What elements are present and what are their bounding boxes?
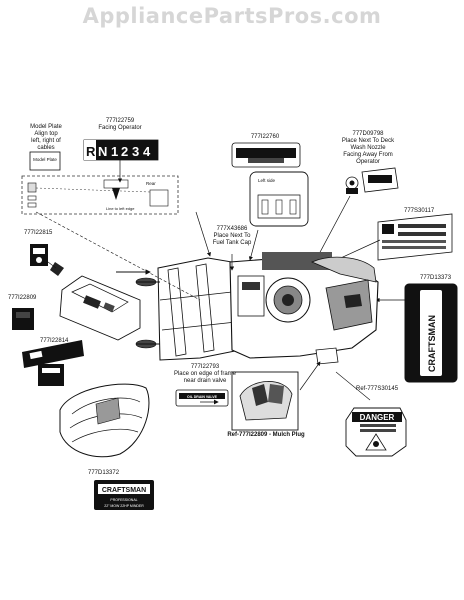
oil-drain-text: OIL DRAIN VALVE bbox=[187, 395, 218, 399]
rear-label: Rear bbox=[146, 181, 156, 186]
shift-letter: R bbox=[86, 144, 96, 159]
throttle-decal bbox=[231, 142, 301, 168]
model-plate-inner-label: Model Plate bbox=[33, 157, 57, 162]
shift-decal bbox=[83, 139, 159, 183]
throttle-decal-label: 777I22760 bbox=[250, 134, 280, 140]
decal-22815-label: 777I22815 bbox=[24, 230, 53, 236]
drain-valve-label: 777I22793 Place on edge of frame near dr… bbox=[173, 364, 237, 384]
shift-letters: R N 1 2 3 4 bbox=[86, 144, 151, 159]
shift-decal-label: 777I22759 Facing Operator bbox=[98, 118, 142, 131]
shift-letter: N bbox=[98, 144, 107, 159]
wash-nozzle-decal bbox=[317, 167, 399, 257]
model-plate-label: Model Plate Align top left, right of cab… bbox=[30, 124, 62, 151]
left-side-part bbox=[249, 171, 309, 227]
wash-nozzle-label: 777D09798 Place Next To Deck Wash Nozzle… bbox=[341, 131, 395, 165]
danger-decal bbox=[335, 371, 407, 457]
mower-body bbox=[35, 211, 379, 365]
shift-letter: 1 bbox=[111, 144, 118, 159]
decal-13372 bbox=[94, 480, 154, 510]
shift-letter: 3 bbox=[132, 144, 139, 159]
decal-22809 bbox=[12, 308, 34, 330]
left-side-label: Left side bbox=[258, 178, 276, 183]
decal-13373 bbox=[375, 283, 458, 383]
craftsman-badge-text: CRAFTSMAN bbox=[102, 487, 146, 494]
mulch-plug-panel bbox=[231, 361, 321, 431]
decal-13373-label: 777D13373 bbox=[420, 275, 452, 281]
mulch-plug-label: Ref-777I22809 - Mulch Plug bbox=[227, 432, 305, 438]
control-panel-part bbox=[59, 275, 141, 341]
craftsman-vertical-text: CRAFTSMAN bbox=[427, 315, 437, 372]
line-to-left-edge-label: Line to left edge bbox=[106, 206, 135, 211]
watermark: AppliancePartsPros.com bbox=[82, 4, 382, 28]
danger-text: DANGER bbox=[360, 413, 395, 422]
decal-13372-label: 777D13372 bbox=[88, 470, 120, 476]
decal-22814-label: 777I22814 bbox=[40, 338, 69, 344]
grass-bag bbox=[59, 383, 150, 458]
decal-22814 bbox=[22, 340, 84, 386]
decal-530117 bbox=[331, 213, 453, 263]
fuel-tank-label: 777X43686 Place Next To Fuel Tank Cap bbox=[212, 226, 252, 246]
decal-22815 bbox=[30, 244, 64, 276]
professional-text: PROFESSIONAL bbox=[110, 498, 137, 502]
shift-letter: 4 bbox=[143, 144, 151, 159]
shift-letter: 2 bbox=[121, 144, 128, 159]
ref-530145-label: Ref-777S30145 bbox=[356, 386, 399, 392]
decal-530117-label: 777S30117 bbox=[404, 208, 435, 214]
oil-drain-decal bbox=[175, 389, 229, 407]
decal-22809-label: 777I22809 bbox=[8, 295, 37, 301]
model-plate-panel bbox=[21, 151, 179, 215]
hp-text: 22" MOW 22HP MINDER bbox=[104, 504, 144, 508]
